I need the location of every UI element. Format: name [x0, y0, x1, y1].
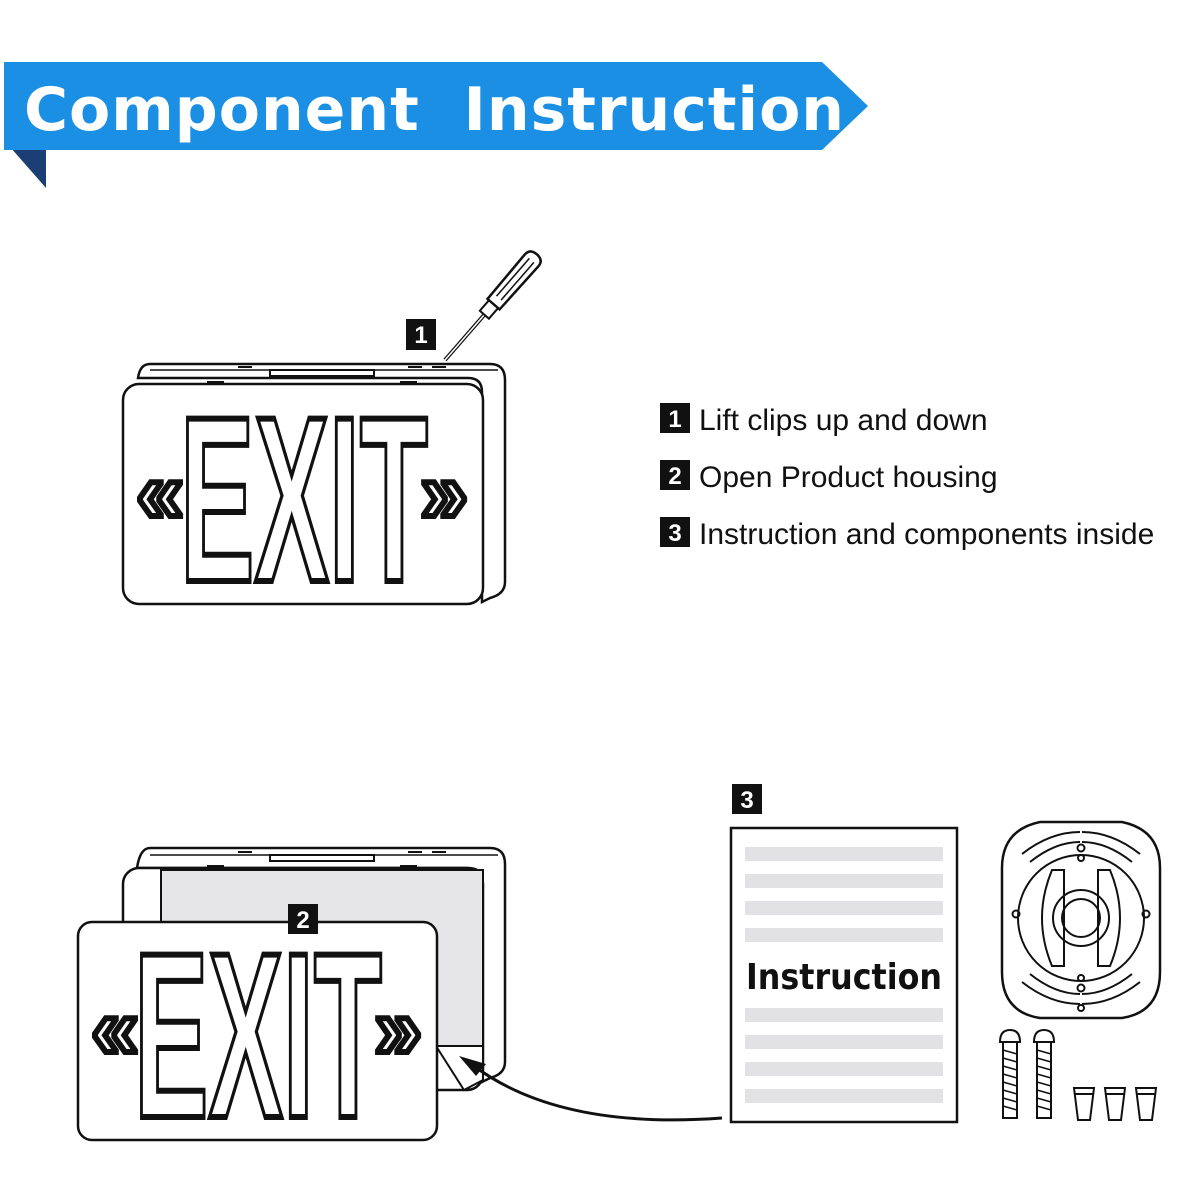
step-item-2: 2 Open Product housing [660, 460, 998, 494]
step-number: 1 [668, 406, 681, 433]
step-badge-2: 2 [288, 904, 318, 934]
arrow-left-icon: « [136, 445, 184, 541]
arrow-right-icon: » [420, 445, 468, 541]
exit-sign-closed: EXIT « » [121, 362, 507, 635]
arrow-right-icon: » [374, 981, 422, 1077]
banner-title: Component Instruction [24, 75, 845, 145]
arrow-curve-icon [459, 1056, 723, 1122]
step-text: Open Product housing [699, 461, 998, 494]
step-item-3: 3 Instruction and components inside [660, 517, 1154, 551]
screw-icon [998, 1028, 1022, 1119]
banner-fold [4, 140, 46, 188]
step-text: Instruction and components inside [699, 518, 1154, 551]
svg-text:1: 1 [414, 322, 427, 349]
arrow-left-icon: « [91, 981, 139, 1077]
sign-housing-depth [136, 362, 507, 605]
step-number: 2 [668, 463, 681, 490]
sign-front-face [121, 382, 485, 606]
step-item-1: 1 Lift clips up and down [660, 403, 988, 437]
screwdriver-icon [443, 250, 542, 362]
wire-nut-icon [1103, 1087, 1127, 1121]
svg-text:3: 3 [740, 787, 753, 814]
instruction-manual: 3 Instruction [729, 784, 959, 1124]
top-vents [207, 366, 446, 383]
manual-text-lines [745, 847, 943, 1103]
manual-title: Instruction [746, 957, 942, 998]
step-number: 3 [668, 520, 681, 547]
step-badge-1: 1 [406, 319, 436, 350]
step-text: Lift clips up and down [699, 404, 988, 437]
step-badge-3: 3 [732, 784, 762, 814]
wire-nut-icon [1072, 1087, 1096, 1121]
exit-sign-opened: EXIT « » 2 [76, 846, 507, 1171]
mounting-plate-icon [1000, 820, 1162, 1020]
step-list: 1 Lift clips up and down 2 Open Product … [660, 403, 1154, 551]
exit-label: EXIT [134, 904, 382, 1168]
exit-label: EXIT [180, 368, 428, 632]
wire-nut-icon [1134, 1087, 1158, 1121]
front-panel [76, 920, 439, 1142]
housing-back [135, 846, 507, 1085]
svg-text:2: 2 [296, 907, 309, 934]
screw-icon [1032, 1028, 1056, 1119]
banner-ribbon [4, 62, 868, 150]
title-banner: Component Instruction [4, 62, 868, 188]
